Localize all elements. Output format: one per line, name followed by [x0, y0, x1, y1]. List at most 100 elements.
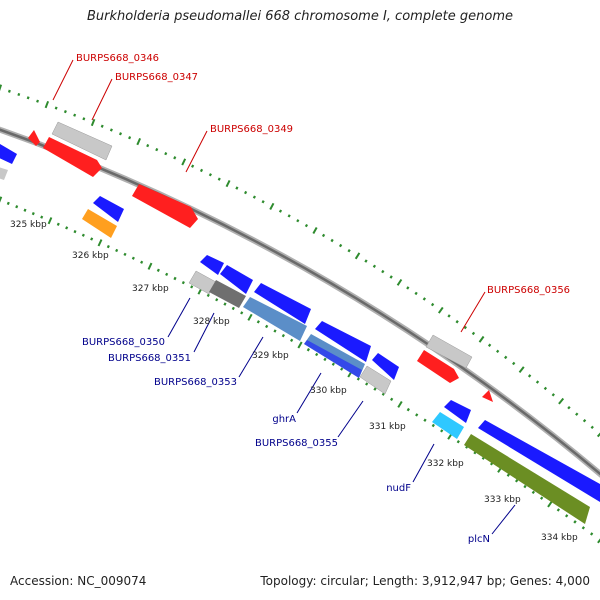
feature-blue-near-326[interactable] — [93, 196, 124, 222]
feature-burps668-0351[interactable] — [209, 280, 246, 308]
feature-burps668-0347[interactable] — [43, 137, 102, 177]
feature-burps668-0347-grey[interactable] — [51, 121, 113, 161]
label-leaders — [52, 59, 516, 535]
feature-plcn[interactable] — [464, 434, 590, 524]
minor-tick — [567, 405, 571, 410]
minor-tick — [364, 259, 368, 263]
feature-left-blue-edge[interactable] — [0, 144, 17, 164]
minor-tick — [430, 302, 435, 307]
minor-tick — [512, 361, 516, 366]
minor-tick — [81, 233, 85, 237]
minor-tick — [373, 387, 377, 391]
major-tick — [354, 252, 361, 260]
feature-ghra-blue-edge[interactable] — [304, 340, 362, 378]
minor-tick — [128, 136, 132, 140]
feature-blue-327b[interactable] — [220, 265, 253, 294]
label-burps668-0350[interactable]: BURPS668_0350 — [82, 337, 165, 348]
minor-tick — [73, 113, 77, 117]
chromosome-backbone-shadow — [0, 128, 600, 476]
minor-tick — [463, 325, 467, 330]
minor-tick — [565, 514, 569, 518]
minor-tick — [156, 268, 160, 272]
major-tick — [437, 306, 444, 314]
minor-tick — [131, 256, 135, 260]
minor-tick — [265, 324, 269, 329]
minor-tick — [406, 407, 410, 412]
feature-burps668-0356[interactable] — [417, 350, 459, 383]
label-burps668-0356[interactable]: BURPS668_0356 — [487, 285, 570, 296]
minor-tick — [231, 306, 235, 311]
major-tick — [269, 202, 275, 210]
label-burps668-0353[interactable]: BURPS668_0353 — [154, 377, 237, 388]
minor-tick — [31, 211, 35, 216]
minor-tick — [590, 532, 594, 536]
minor-tick — [347, 249, 351, 253]
accession-text: Accession: NC_009074 — [10, 574, 147, 588]
major-tick — [44, 100, 50, 109]
minor-tick — [372, 264, 377, 268]
feature-blue-332a[interactable] — [444, 400, 471, 423]
kbp-labels: 325 kbp 326 kbp 327 kbp 328 kbp 329 kbp … — [10, 220, 578, 543]
feature-blue-328[interactable] — [254, 283, 311, 324]
minor-tick — [330, 238, 334, 243]
minor-tick — [36, 99, 40, 103]
major-tick — [0, 196, 3, 203]
minor-tick — [575, 412, 579, 416]
feature-blue-330[interactable] — [315, 321, 371, 362]
minor-tick — [304, 223, 309, 228]
minor-tick — [261, 200, 265, 204]
feature-nudf[interactable] — [432, 412, 464, 439]
minor-tick — [455, 320, 459, 324]
feature-burps668-0356-grey[interactable] — [425, 334, 473, 369]
map-title: Burkholderia pseudomallei 668 chromosome… — [86, 9, 514, 24]
feature-burps668-0355[interactable] — [359, 365, 392, 395]
kbp-label: 327 kbp — [132, 284, 169, 294]
minor-tick — [365, 382, 369, 386]
minor-tick — [281, 333, 285, 338]
minor-tick — [551, 393, 555, 397]
feature-burps668-0349[interactable] — [132, 184, 198, 228]
feature-blue-small-327[interactable] — [200, 255, 224, 275]
minor-tick — [390, 397, 394, 401]
minor-tick — [206, 293, 210, 298]
label-burps668-0346[interactable]: BURPS668_0346 — [76, 53, 159, 64]
minor-tick — [381, 269, 385, 274]
minor-tick — [63, 109, 67, 114]
major-tick — [47, 217, 53, 225]
minor-tick — [256, 320, 260, 324]
label-burps668-0349[interactable]: BURPS668_0349 — [210, 124, 293, 135]
topology-text: Topology: circular; Length: 3,912,947 bp… — [260, 574, 590, 588]
minor-tick — [523, 484, 527, 489]
minor-tick — [215, 298, 219, 302]
feature-orange-near-326[interactable] — [82, 209, 117, 238]
feature-burps668-0346[interactable] — [28, 130, 40, 146]
feature-small-red-arrow[interactable] — [482, 390, 493, 402]
label-nudf[interactable]: nudF — [386, 483, 411, 494]
minor-tick — [496, 349, 500, 353]
minor-tick — [109, 128, 113, 132]
minor-tick — [415, 413, 419, 417]
major-tick — [90, 118, 96, 127]
label-burps668-0355[interactable]: BURPS668_0355 — [255, 438, 338, 449]
label-burps668-0347[interactable]: BURPS668_0347 — [115, 72, 198, 83]
feature-blue-333[interactable] — [478, 420, 600, 502]
major-tick — [136, 137, 142, 146]
label-burps668-0351[interactable]: BURPS668_0351 — [108, 353, 191, 364]
minor-tick — [17, 92, 21, 97]
feature-blue-331[interactable] — [372, 353, 399, 380]
minor-tick — [54, 106, 58, 110]
kbp-label: 328 kbp — [193, 317, 230, 327]
major-tick — [297, 341, 303, 349]
major-tick — [396, 278, 403, 286]
minor-tick — [535, 380, 540, 384]
minor-tick — [100, 124, 104, 128]
minor-tick — [389, 275, 393, 279]
feature-burps668-0353[interactable] — [243, 297, 307, 341]
minor-tick — [406, 286, 410, 290]
label-ghra[interactable]: ghrA — [272, 414, 296, 425]
label-plcn[interactable]: plcN — [468, 534, 490, 545]
feature-left-grey-edge[interactable] — [0, 166, 8, 180]
minor-tick — [164, 152, 168, 156]
minor-tick — [331, 362, 335, 366]
